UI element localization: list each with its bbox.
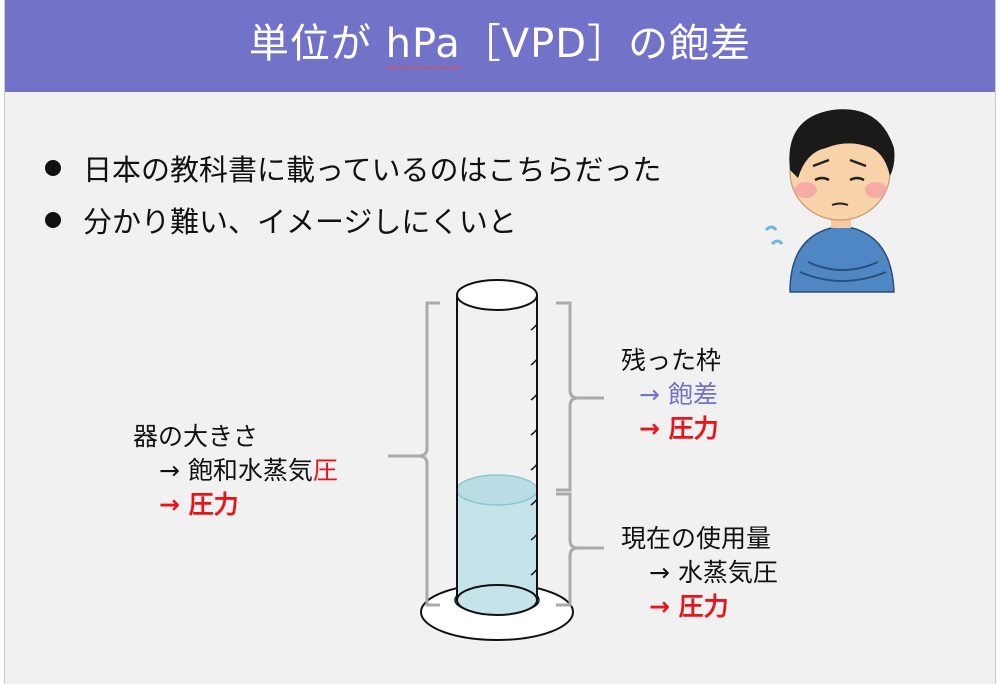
vessel-size-label: 器の大きさ → 飽和水蒸気圧 → 圧力 xyxy=(133,420,338,522)
bullet-dot-icon xyxy=(45,212,61,228)
label-line: → 圧力 xyxy=(133,488,338,522)
label-text: 飽差 xyxy=(667,380,718,409)
label-arrow: → xyxy=(639,380,668,409)
label-arrow: → xyxy=(649,592,679,621)
bullet-dot-icon xyxy=(45,160,61,176)
bullet-item: 日本の教科書に載っているのはこちらだった xyxy=(45,142,662,194)
bullet-text: 日本の教科書に載っているのはこちらだった xyxy=(83,153,662,187)
title-unit: hPa xyxy=(385,21,461,67)
label-text: 圧力 xyxy=(678,592,729,621)
bullet-list: 日本の教科書に載っているのはこちらだった 分かり難い、イメージしにくいと xyxy=(45,142,662,246)
label-text: → 飽和水蒸気 xyxy=(159,456,313,485)
brackets xyxy=(388,301,604,607)
label-line: → 水蒸気圧 xyxy=(649,558,778,587)
label-line: → 飽差 xyxy=(621,378,721,412)
label-arrow: → xyxy=(159,490,189,519)
label-line: → 飽和水蒸気圧 xyxy=(133,454,338,488)
label-highlight: 圧 xyxy=(312,456,338,485)
title-bar: 単位が hPa［VPD］の飽差 xyxy=(5,0,995,92)
label-text: 圧力 xyxy=(668,414,719,443)
label-heading: 残った枠 xyxy=(621,346,722,375)
title-suffix: ［VPD］の飽差 xyxy=(460,21,752,67)
bullet-item: 分かり難い、イメージしにくいと xyxy=(45,194,662,246)
graduated-cylinder-illustration xyxy=(420,279,574,641)
label-heading: 器の大きさ xyxy=(133,422,259,451)
label-heading: 現在の使用量 xyxy=(621,524,772,553)
label-arrow: → xyxy=(639,414,669,443)
slide-title: 単位が hPa［VPD］の飽差 xyxy=(5,14,995,74)
current-usage-label: 現在の使用量 → 水蒸気圧 → 圧力 xyxy=(621,522,778,624)
title-prefix: 単位が xyxy=(248,21,386,67)
label-line: → 圧力 xyxy=(621,590,778,624)
remaining-space-label: 残った枠 → 飽差 → 圧力 xyxy=(621,344,721,446)
label-text: 圧力 xyxy=(188,490,239,519)
label-line: → 圧力 xyxy=(621,412,721,446)
bullet-text: 分かり難い、イメージしにくいと xyxy=(83,205,517,239)
troubled-person-illustration xyxy=(764,109,895,293)
